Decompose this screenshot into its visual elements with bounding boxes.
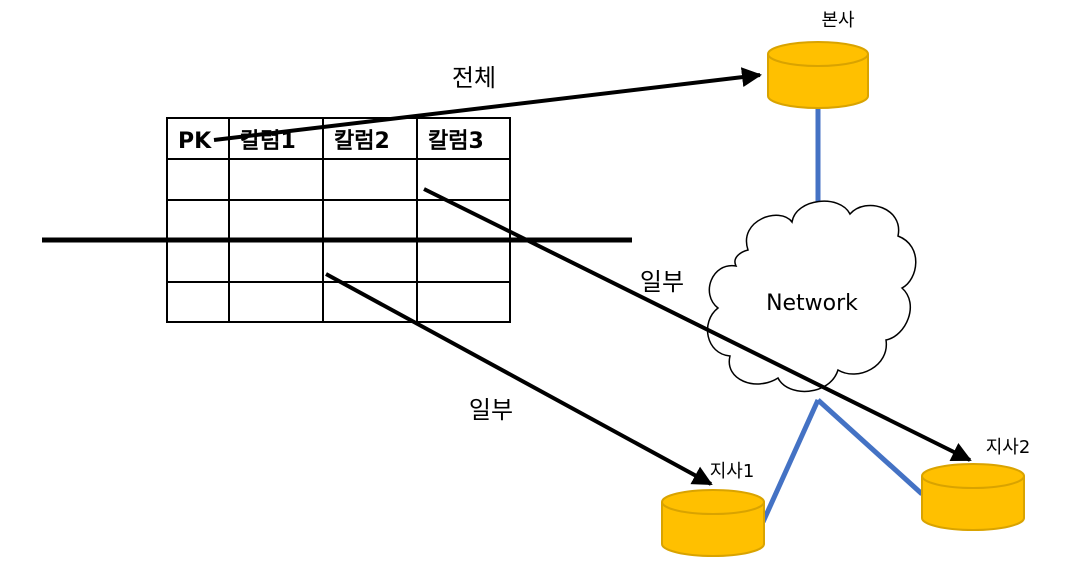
- header-pk: PK: [178, 129, 212, 154]
- db-body: [661, 502, 765, 557]
- branch2-network-link: [816, 398, 924, 496]
- branch2-label: 지사2: [986, 437, 1031, 458]
- db-body: [767, 54, 869, 109]
- cloud-shape: [706, 200, 917, 393]
- data-table: PK 칼럼1 칼럼2 칼럼3: [166, 117, 511, 323]
- partial-label-bottom: 일부: [469, 396, 513, 424]
- branch1-network-link: [760, 398, 821, 524]
- branch1-database-icon: 지사1: [661, 461, 765, 557]
- partial-label-top: 일부: [640, 268, 684, 296]
- hq-label: 본사: [821, 10, 855, 31]
- db-top: [661, 489, 765, 515]
- table-border: [166, 117, 511, 323]
- partial-arrow-branch2: [423, 187, 972, 462]
- branch2-database-icon: 지사2: [921, 437, 1031, 531]
- db-body: [921, 476, 1025, 531]
- header-column3: 칼럼3: [428, 129, 484, 154]
- db-top: [767, 41, 869, 67]
- partial-arrow-branch1: [325, 272, 713, 486]
- network-label: Network: [766, 291, 858, 316]
- db-top: [921, 463, 1025, 489]
- header-column2: 칼럼2: [334, 129, 390, 154]
- hq-database-icon: 본사: [767, 10, 869, 109]
- full-arrow: [213, 67, 762, 142]
- branch1-label: 지사1: [710, 461, 755, 482]
- network-cloud: Network: [706, 200, 917, 393]
- full-label: 전체: [452, 64, 496, 92]
